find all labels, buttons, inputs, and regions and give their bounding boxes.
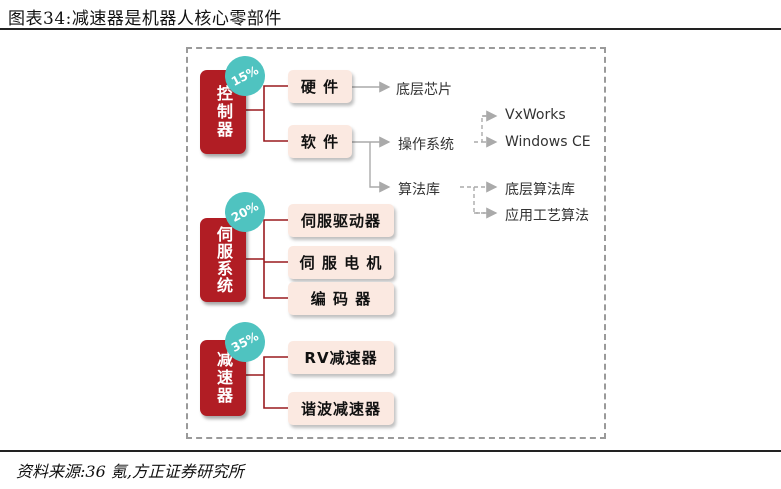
- algorithm-item-process: 应用工艺算法: [505, 208, 589, 224]
- title-rule: [0, 28, 781, 30]
- servo-branch-line: [246, 219, 288, 299]
- servo-label: 伺服系统: [214, 226, 233, 294]
- hardware-child-label: 底层芯片: [396, 82, 452, 98]
- controller-label: 控制器: [214, 85, 233, 139]
- reducer-part-rv: RV减速器: [288, 341, 394, 374]
- servo-part-encoder: 编 码 器: [288, 282, 394, 315]
- servo-part-motor: 伺 服 电 机: [288, 246, 394, 279]
- figure-title: 图表34:减速器是机器人核心零部件: [8, 9, 282, 29]
- algorithm-label: 算法库: [398, 182, 440, 198]
- hardware-box: 硬 件: [288, 70, 352, 103]
- os-dashed-arrows: [474, 115, 496, 142]
- os-item-vxworks: VxWorks: [505, 107, 566, 123]
- software-algorithm-arrow: [369, 142, 391, 193]
- reducer-label: 减速器: [214, 351, 233, 405]
- diagram-frame: [186, 47, 606, 439]
- source-note: 资料来源:36 氪,方正证券研究所: [16, 462, 244, 481]
- controller-branch-line: [246, 85, 288, 142]
- os-label: 操作系统: [398, 137, 454, 153]
- algorithm-item-low-level: 底层算法库: [505, 182, 575, 198]
- software-box: 软 件: [288, 125, 352, 158]
- source-rule: [0, 450, 781, 452]
- algorithm-dashed-arrows: [460, 187, 496, 214]
- servo-part-driver: 伺服驱动器: [288, 204, 394, 237]
- reducer-part-harmonic: 谐波减速器: [288, 392, 394, 425]
- servo-category-box: 伺服系统: [200, 218, 246, 302]
- reducer-branch-line: [246, 356, 288, 409]
- os-item-windows-ce: Windows CE: [505, 134, 591, 150]
